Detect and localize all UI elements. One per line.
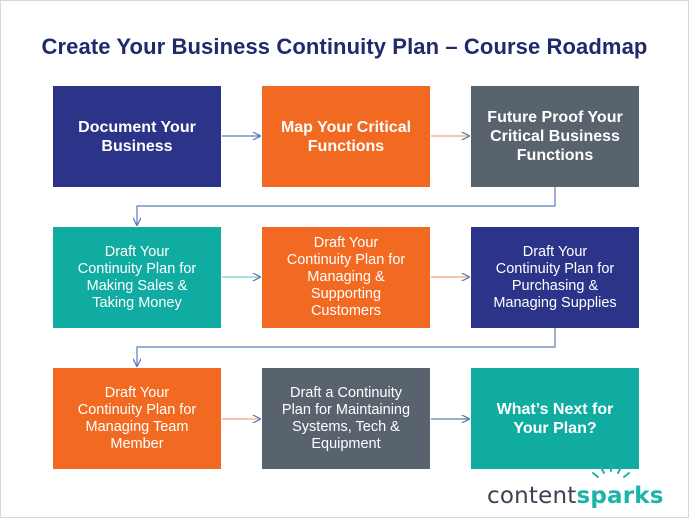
step-document-business: Document Your Business	[53, 86, 221, 187]
step-label: Draft Your Continuity Plan for Making Sa…	[77, 243, 197, 311]
step-label: Future Proof Your Critical Business Func…	[487, 109, 623, 164]
page-title: Create Your Business Continuity Plan – C…	[41, 34, 648, 59]
arrow-6-7	[137, 328, 556, 366]
step-supplies: Draft Your Continuity Plan for Purchasin…	[471, 227, 639, 328]
step-customers: Draft Your Continuity Plan for Managing …	[262, 227, 430, 328]
step-label: Draft Your Continuity Plan for Purchasin…	[493, 243, 617, 311]
step-future-proof: Future Proof Your Critical Business Func…	[471, 86, 639, 187]
step-map-critical-functions: Map Your Critical Functions	[262, 86, 430, 187]
step-label: Document Your Business	[78, 118, 196, 155]
step-label: Draft Your Continuity Plan for Managing …	[286, 235, 406, 319]
step-label: Draft Your Continuity Plan for Managing …	[77, 384, 197, 452]
arrow-3-4	[137, 187, 556, 225]
logo-text-main: content	[487, 483, 577, 509]
step-systems: Draft a Continuity Plan for Maintaining …	[262, 368, 430, 469]
sparkle-icon	[592, 463, 630, 478]
step-label: Draft a Continuity Plan for Maintaining …	[281, 384, 411, 452]
logo-text-accent: sparks	[576, 483, 664, 509]
step-label: What’s Next for Your Plan?	[496, 400, 614, 437]
step-sales-money: Draft Your Continuity Plan for Making Sa…	[53, 227, 221, 328]
step-label: Map Your Critical Functions	[280, 118, 412, 155]
step-team: Draft Your Continuity Plan for Managing …	[53, 368, 221, 469]
step-whats-next: What’s Next for Your Plan?	[471, 368, 639, 469]
contentsparks-logo: contentsparks	[487, 483, 664, 509]
